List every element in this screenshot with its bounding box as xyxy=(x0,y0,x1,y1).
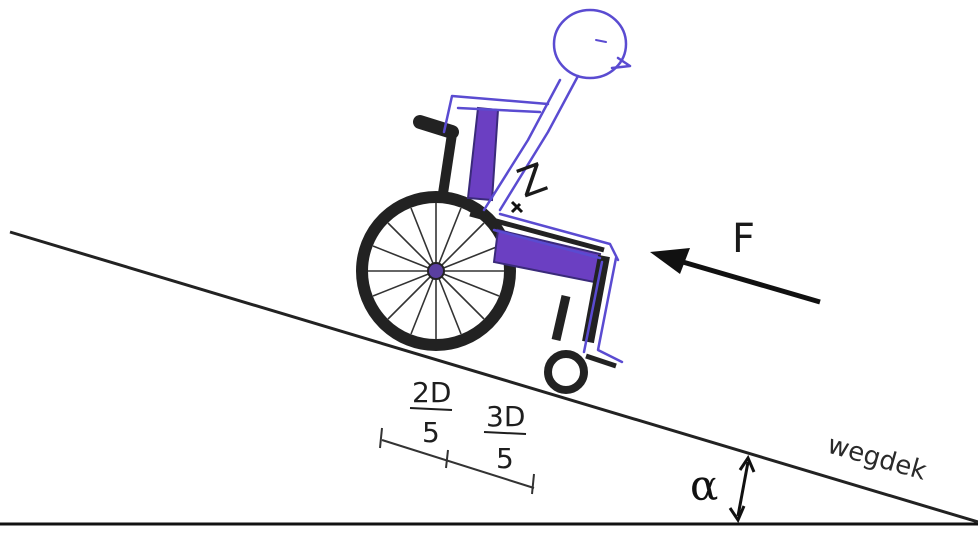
svg-text:2D: 2D xyxy=(412,376,451,409)
rear-wheel xyxy=(356,191,516,351)
svg-text:3D: 3D xyxy=(486,400,525,433)
wheel-hub xyxy=(427,262,445,280)
svg-text:5: 5 xyxy=(422,416,440,449)
center-of-mass-label: Z xyxy=(512,155,553,208)
wheel-spokes xyxy=(368,203,504,339)
angle-arrow xyxy=(728,454,756,524)
force-label: F xyxy=(732,216,755,262)
rear-segment-fraction: 2D 5 xyxy=(409,376,453,449)
angle-label: α xyxy=(690,461,718,510)
force-arrow xyxy=(650,248,821,305)
front-segment-fraction: 3D 5 xyxy=(483,400,527,475)
person-figure xyxy=(442,8,632,364)
surface-label: wegdek xyxy=(824,430,930,487)
person-head xyxy=(552,8,628,80)
svg-text:5: 5 xyxy=(496,442,514,475)
dimension-bracket xyxy=(379,427,535,495)
road-surface-line xyxy=(9,230,978,524)
center-of-mass-marker xyxy=(510,200,524,214)
front-caster-wheel xyxy=(544,350,588,394)
